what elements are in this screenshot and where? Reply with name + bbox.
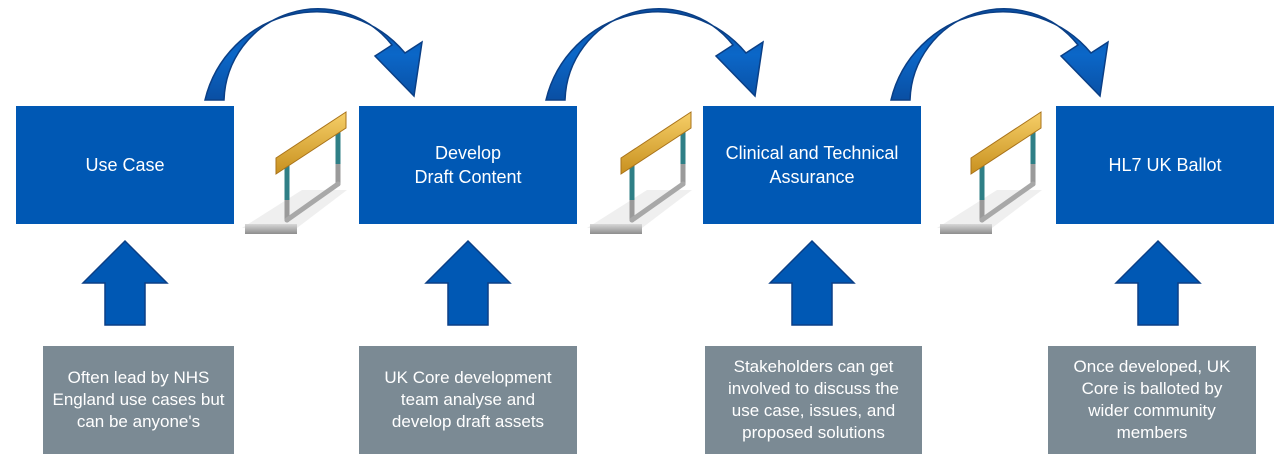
note-hl7-uk-ballot: Once developed, UK Core is balloted by w…: [1048, 346, 1256, 454]
curved-arrow-icon: [545, 8, 764, 101]
note-text: Once developed, UK Core is balloted by w…: [1073, 357, 1231, 442]
curved-arrow-icon: [890, 8, 1109, 101]
note-text: Stakeholders can get involved to discuss…: [727, 357, 900, 442]
stage-clinical-technical-assurance: Clinical and Technical Assurance: [703, 106, 921, 224]
hurdle-icon: [242, 112, 347, 234]
stage-label: Use Case: [85, 155, 165, 175]
stage-develop-draft-content: Develop Draft Content: [359, 106, 577, 224]
curved-arrow-icon: [204, 8, 423, 101]
up-arrow-icon: [1115, 240, 1201, 326]
stage-hl7-uk-ballot: HL7 UK Ballot: [1056, 106, 1274, 224]
up-arrow-icon: [425, 240, 511, 326]
stage-label: Develop Draft Content: [414, 143, 522, 187]
note-text: UK Core development team analyse and dev…: [384, 368, 552, 431]
stage-use-case: Use Case: [16, 106, 234, 224]
stage-label: HL7 UK Ballot: [1108, 155, 1222, 175]
hurdle-icon: [587, 112, 692, 234]
note-use-case: Often lead by NHS England use cases but …: [43, 346, 234, 454]
note-clinical-technical-assurance: Stakeholders can get involved to discuss…: [705, 346, 922, 454]
up-arrow-icon: [769, 240, 855, 326]
note-text: Often lead by NHS England use cases but …: [52, 368, 225, 431]
hurdle-icon: [937, 112, 1042, 234]
stage-label: Clinical and Technical Assurance: [725, 143, 899, 187]
note-develop-draft-content: UK Core development team analyse and dev…: [359, 346, 577, 454]
up-arrow-icon: [82, 240, 168, 326]
